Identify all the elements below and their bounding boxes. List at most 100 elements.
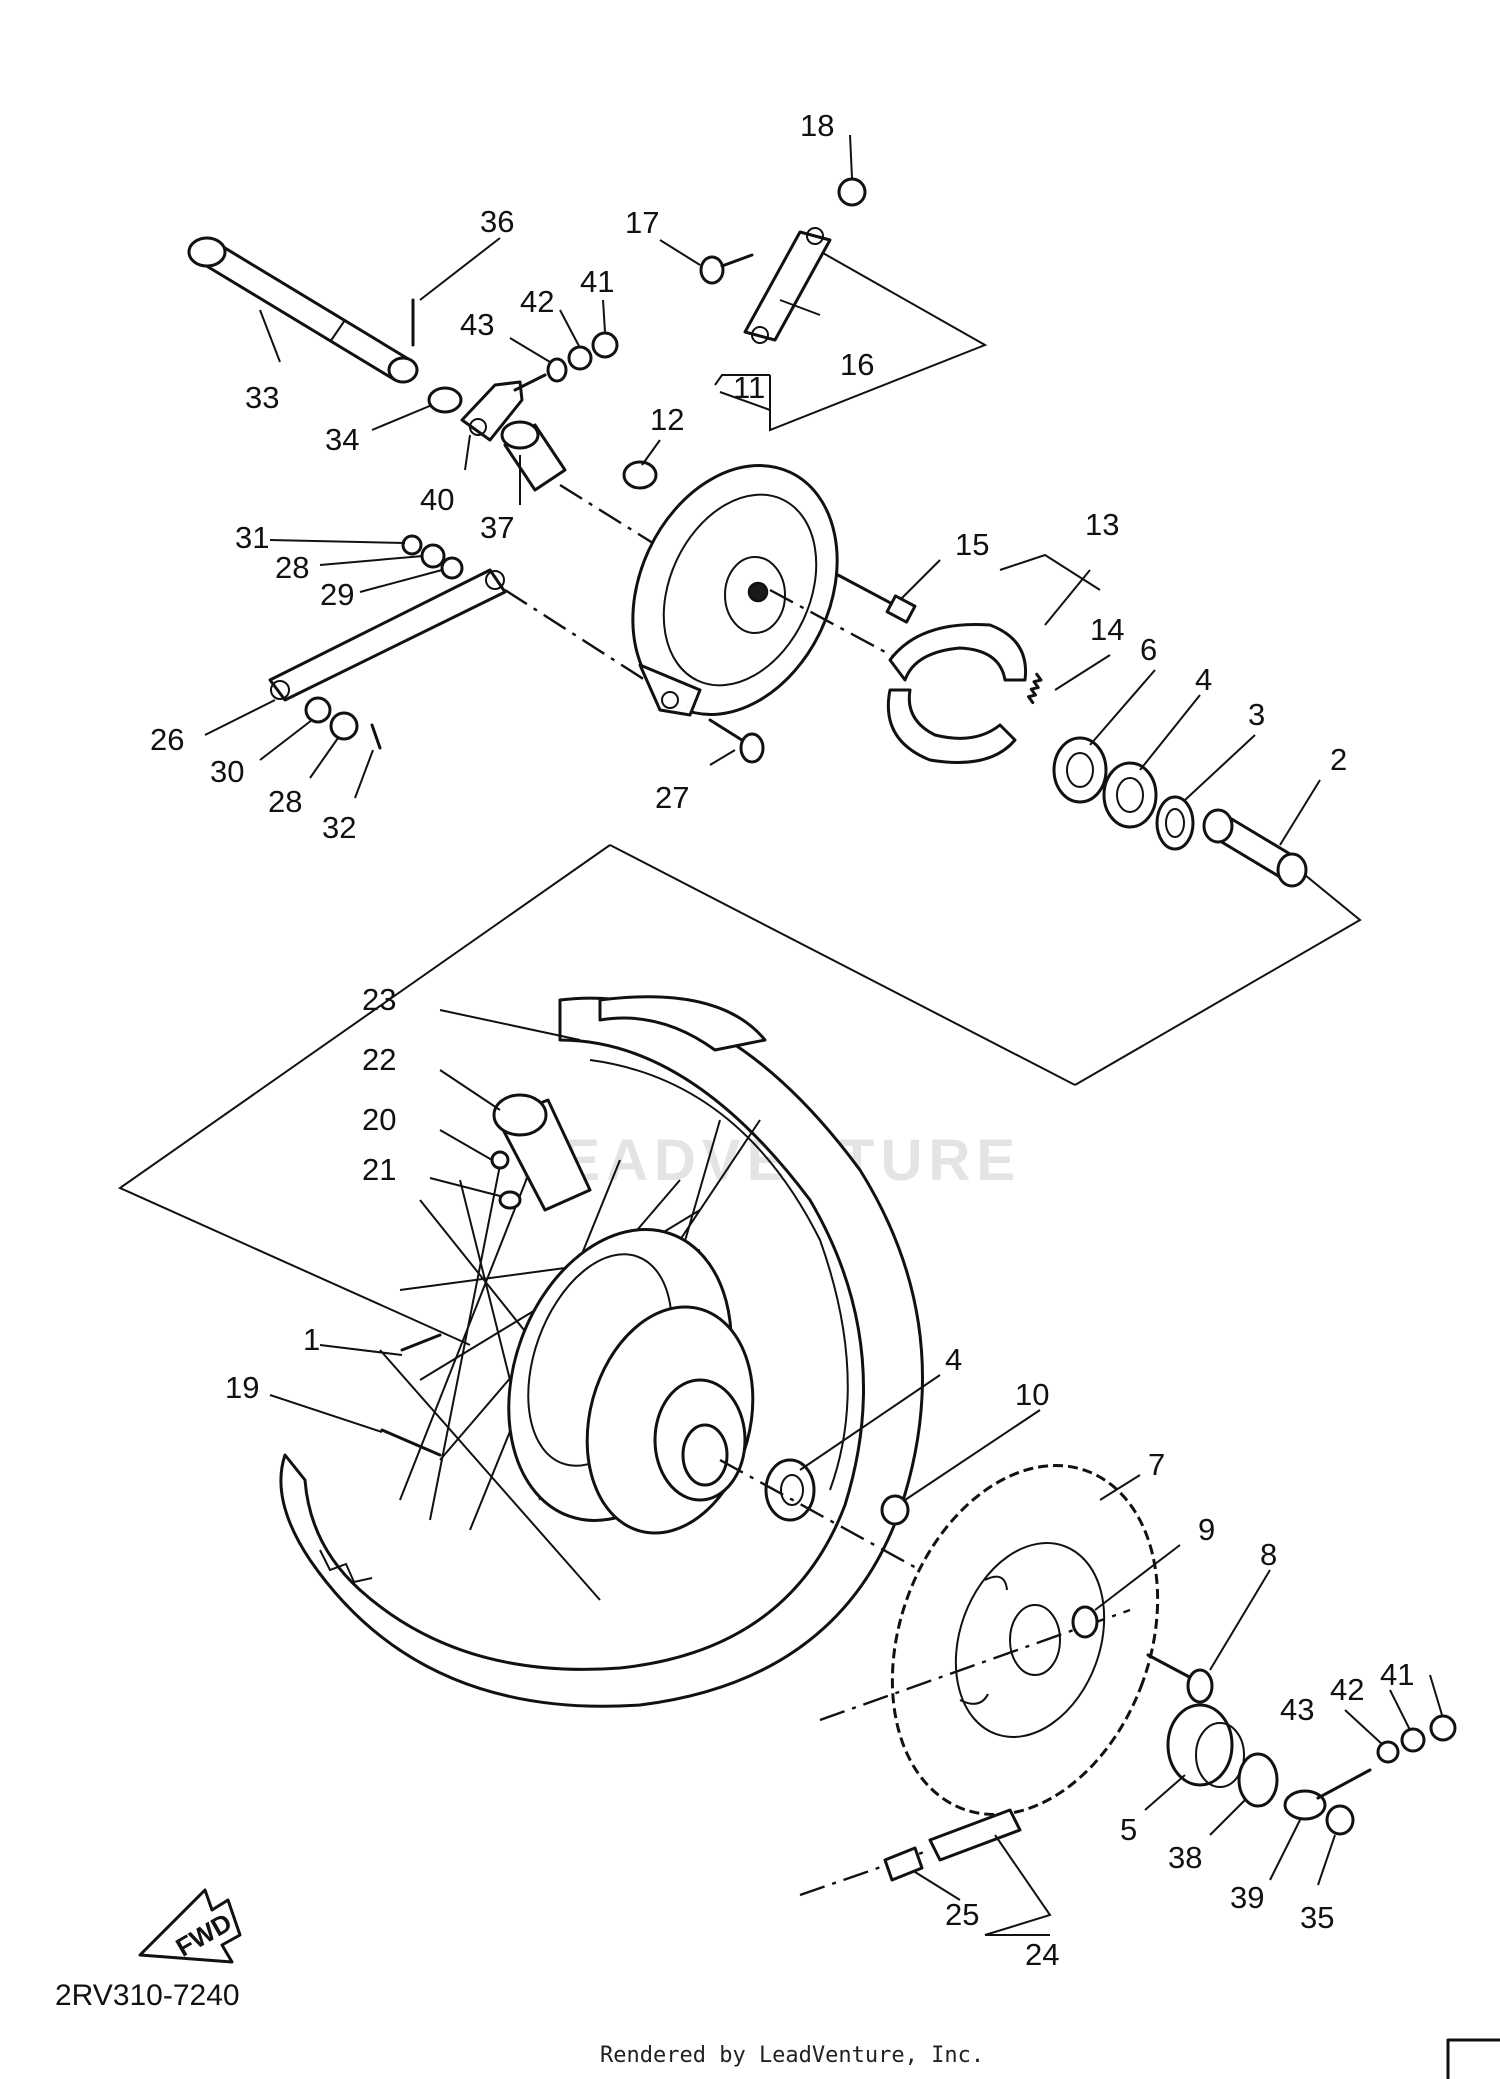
render-credit: Rendered by LeadVenture, Inc. [600, 2043, 984, 2068]
label-5: 5 [1120, 1812, 1137, 1847]
spring-14 [1027, 672, 1043, 705]
chain-puller-39 [1283, 1768, 1372, 1821]
brake-shoe-13 [886, 622, 1028, 764]
oil-seal-3 [1155, 795, 1195, 851]
label-4-top: 4 [1195, 662, 1212, 697]
label-24: 24 [1025, 1937, 1059, 1972]
axle-33 [187, 236, 419, 384]
label-42-lower: 42 [1330, 1672, 1364, 1707]
label-15: 15 [955, 527, 989, 562]
label-22: 22 [362, 1042, 396, 1077]
label-19: 19 [225, 1370, 259, 1405]
collar-37 [500, 420, 567, 492]
nut-41-top [591, 331, 619, 359]
sprocket-7 [890, 1464, 1160, 1816]
label-28-upper: 28 [275, 550, 309, 585]
camshaft-lever-16 [743, 227, 832, 344]
brace-11 [714, 374, 770, 386]
label-12: 12 [650, 402, 684, 437]
washer-42-lower [1400, 1727, 1426, 1753]
label-9: 9 [1198, 1512, 1215, 1547]
label-16: 16 [840, 347, 874, 382]
frame-2 [1074, 874, 1362, 1086]
label-30: 30 [210, 754, 244, 789]
label-11: 11 [733, 370, 765, 405]
label-32: 32 [322, 810, 356, 845]
label-34: 34 [325, 422, 359, 457]
frame-wheel-top [609, 844, 1076, 1086]
label-36: 36 [480, 204, 514, 239]
bolt-17 [699, 253, 754, 285]
frame-wheel-left [117, 844, 611, 1346]
bearing-6 [1052, 736, 1108, 804]
nut-35 [1325, 1804, 1355, 1836]
leader-lines [204, 134, 1443, 1901]
brake-shoe-plate-11 [631, 464, 839, 717]
cotter-pin-32 [370, 723, 382, 750]
spoke-set-1 [400, 1333, 442, 1352]
label-35: 35 [1300, 1900, 1334, 1935]
spacer-2 [1202, 808, 1308, 888]
washer-42-top [567, 345, 593, 371]
label-43-lower: 43 [1280, 1692, 1314, 1727]
tire-23 [598, 995, 767, 1052]
washer-29 [440, 556, 464, 580]
collar-38 [1237, 1752, 1279, 1808]
frame-11 [769, 239, 988, 432]
label-33: 33 [245, 380, 279, 415]
label-8: 8 [1260, 1537, 1277, 1572]
label-27: 27 [655, 780, 689, 815]
nut-20 [490, 1150, 510, 1170]
chain-joint-25 [883, 1846, 924, 1882]
corner-mark [1446, 2038, 1500, 2079]
label-6: 6 [1140, 632, 1157, 667]
washer-43-top [546, 357, 568, 383]
label-2: 2 [1330, 742, 1347, 777]
cotter-pin-31 [401, 534, 423, 556]
spoke-19 [380, 1428, 442, 1457]
label-38: 38 [1168, 1840, 1202, 1875]
label-25: 25 [945, 1897, 979, 1932]
diagram-code: 2RV310-7240 [55, 1979, 240, 2012]
label-41-top: 41 [580, 264, 614, 299]
label-28-lower: 28 [268, 784, 302, 819]
nut-18 [837, 177, 867, 207]
label-1: 1 [303, 1322, 320, 1357]
label-7: 7 [1148, 1447, 1165, 1482]
label-4-lower: 4 [945, 1342, 962, 1377]
label-18: 18 [800, 108, 834, 143]
brake-cam-15 [836, 573, 917, 624]
frame-13 [999, 553, 1101, 591]
fwd-arrow: FWD [138, 1888, 242, 1964]
label-29: 29 [320, 577, 354, 612]
wheel-assembly [279, 996, 924, 1708]
label-21: 21 [362, 1152, 396, 1187]
nut-10 [880, 1494, 910, 1526]
washer-34 [427, 386, 463, 414]
nut-41-lower [1429, 1714, 1457, 1742]
label-41-lower: 41 [1380, 1657, 1414, 1692]
bolt-27 [708, 718, 765, 764]
label-42-top: 42 [520, 284, 554, 319]
label-20: 20 [362, 1102, 396, 1137]
label-3: 3 [1248, 697, 1265, 732]
label-14: 14 [1090, 612, 1124, 647]
nut-21 [498, 1190, 522, 1210]
label-39: 39 [1230, 1880, 1264, 1915]
label-37: 37 [480, 510, 514, 545]
nut-12 [622, 460, 658, 490]
tension-bar-26 [268, 568, 507, 702]
washer-9 [1071, 1605, 1099, 1639]
label-10: 10 [1015, 1377, 1049, 1412]
label-40: 40 [420, 482, 454, 517]
label-43-top: 43 [460, 307, 494, 342]
washer-30 [304, 696, 332, 724]
collar-5 [1166, 1703, 1245, 1788]
valve-cap-22 [492, 1093, 592, 1212]
label-23: 23 [362, 982, 396, 1017]
label-31: 31 [235, 520, 269, 555]
label-13: 13 [1085, 507, 1119, 542]
label-26: 26 [150, 722, 184, 757]
frame-24 [984, 1834, 1052, 1936]
